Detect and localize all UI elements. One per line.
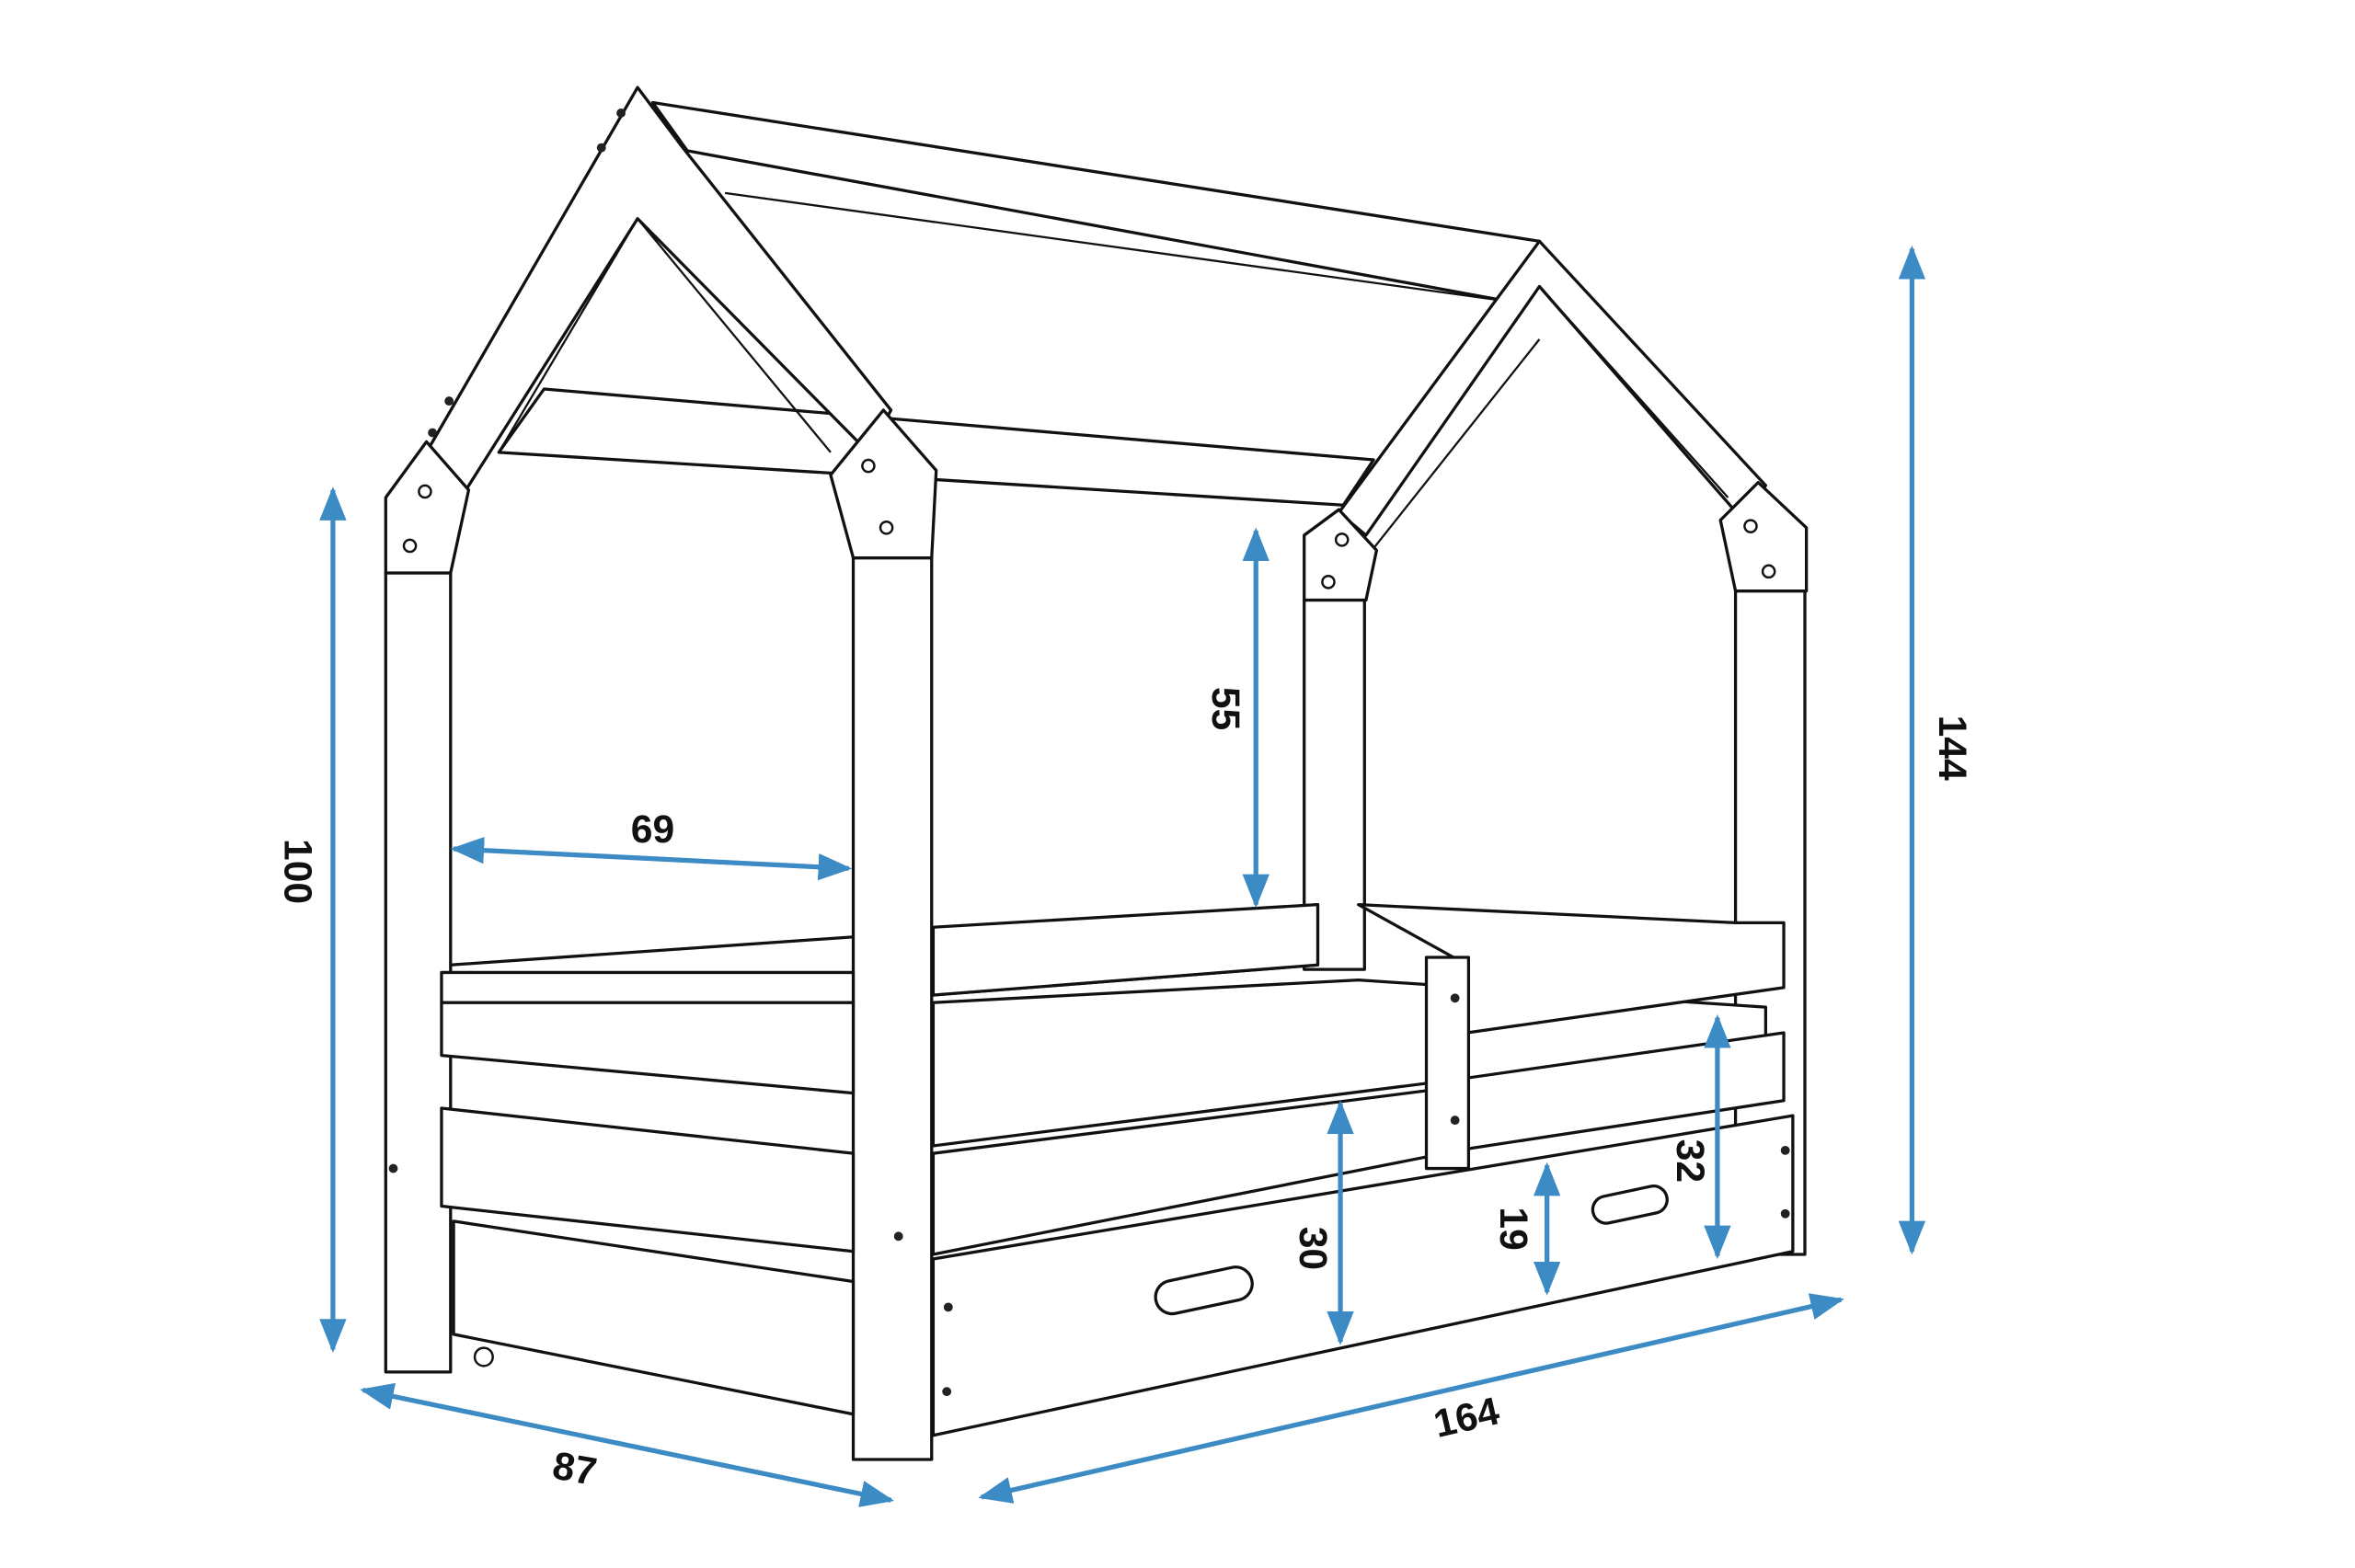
guard-post (1424, 956, 1471, 1171)
label-inner-width: 69 (631, 807, 674, 852)
front-right-post (851, 555, 934, 1461)
label-overall-height: 144 (1930, 715, 1974, 781)
back-right-cap (1718, 480, 1809, 593)
back-gable (1337, 239, 1768, 537)
front-right-cap (829, 408, 938, 560)
caster-wheel (473, 1346, 494, 1368)
drawer-handle (1591, 1185, 1669, 1225)
dimension-arrows (319, 245, 1926, 1507)
bed-drawing (384, 86, 1809, 1461)
dim-arrow-164 (978, 1293, 1844, 1504)
label-roof-clearance: 55 (1203, 687, 1247, 730)
dim-arrow-87 (360, 1382, 895, 1507)
dim-arrow-69 (450, 836, 853, 881)
label-drawer-height: 19 (1491, 1207, 1535, 1250)
dimension-labels: 100 69 55 144 32 19 30 164 87 (276, 687, 1974, 1494)
label-post-height: 100 (276, 839, 320, 904)
label-length: 164 (1430, 1389, 1503, 1447)
front-board-2 (440, 1001, 856, 1095)
label-frame-height: 30 (1291, 1227, 1335, 1270)
side-rail-top (931, 903, 1320, 997)
label-guard-rail-height: 32 (1668, 1139, 1712, 1183)
front-drawer-side (452, 1219, 856, 1416)
front-board-3 (440, 1106, 856, 1253)
label-width: 87 (549, 1444, 600, 1495)
back-left-cap (1303, 508, 1379, 602)
front-board-1 (440, 970, 856, 1004)
